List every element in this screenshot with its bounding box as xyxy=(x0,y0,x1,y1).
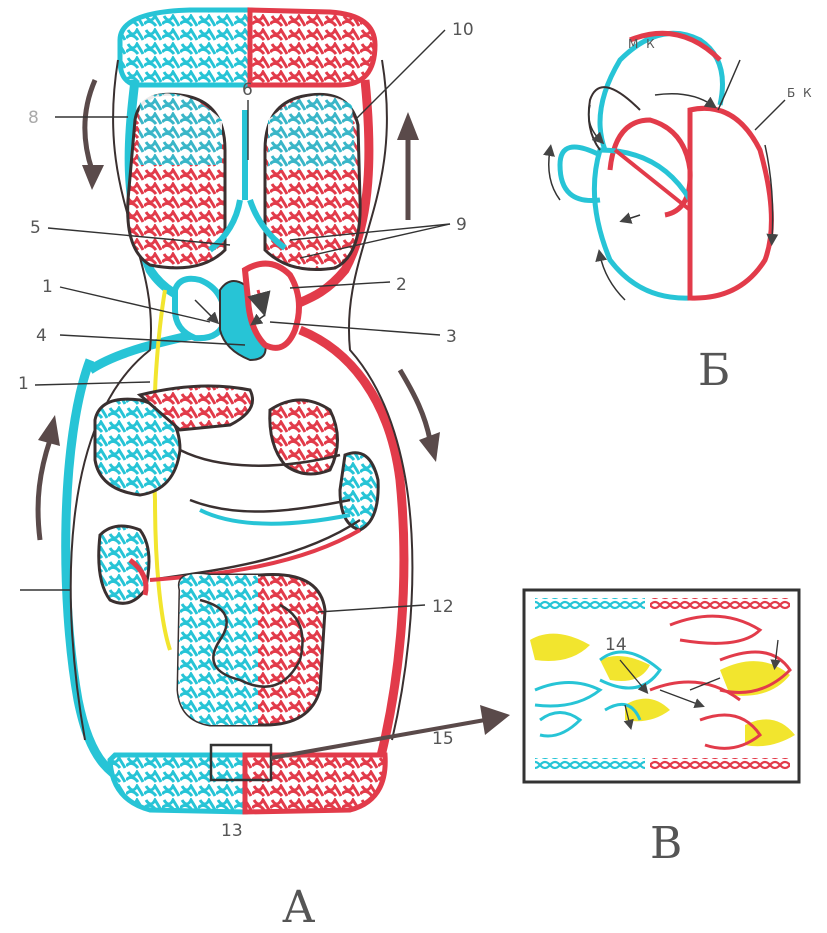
panel-label-a: А xyxy=(282,882,315,933)
abdominal-organs xyxy=(95,386,378,725)
label-5: 5 xyxy=(30,218,41,238)
label-15: 15 xyxy=(432,729,454,749)
label-6: 6 xyxy=(242,80,253,100)
right-atrium xyxy=(175,279,225,338)
label-1b: 1 xyxy=(18,374,29,394)
label-14: 14 xyxy=(605,635,627,655)
label-bk: Б К xyxy=(787,86,814,100)
label-12: 12 xyxy=(432,597,454,617)
label-10: 10 xyxy=(452,20,474,40)
head-capillary-bed xyxy=(120,10,375,85)
aorta-descending xyxy=(300,330,404,795)
lungs xyxy=(128,93,360,269)
heart-right-side xyxy=(690,108,771,298)
panel-v-capillary-exchange: 14 В xyxy=(524,590,799,869)
heart xyxy=(175,264,299,360)
panel-label-b: Б xyxy=(698,345,730,396)
label-4: 4 xyxy=(36,326,47,346)
label-13: 13 xyxy=(221,821,243,841)
panel-a-systemic-circulation: 8 10 6 5 9 1 2 4 3 1 12 15 13 А xyxy=(18,10,510,933)
label-9: 9 xyxy=(456,215,467,235)
spleen xyxy=(340,453,378,530)
label-1a: 1 xyxy=(42,277,53,297)
label-3: 3 xyxy=(446,327,457,347)
legs-capillary-bed xyxy=(110,745,385,812)
panel-label-v: В xyxy=(650,818,682,869)
panel-b-heart-circles: М К Б К Б xyxy=(549,33,814,396)
label-mk: М К xyxy=(628,37,657,51)
label-2: 2 xyxy=(396,275,407,295)
kidney xyxy=(99,526,149,603)
label-8: 8 xyxy=(28,108,39,128)
